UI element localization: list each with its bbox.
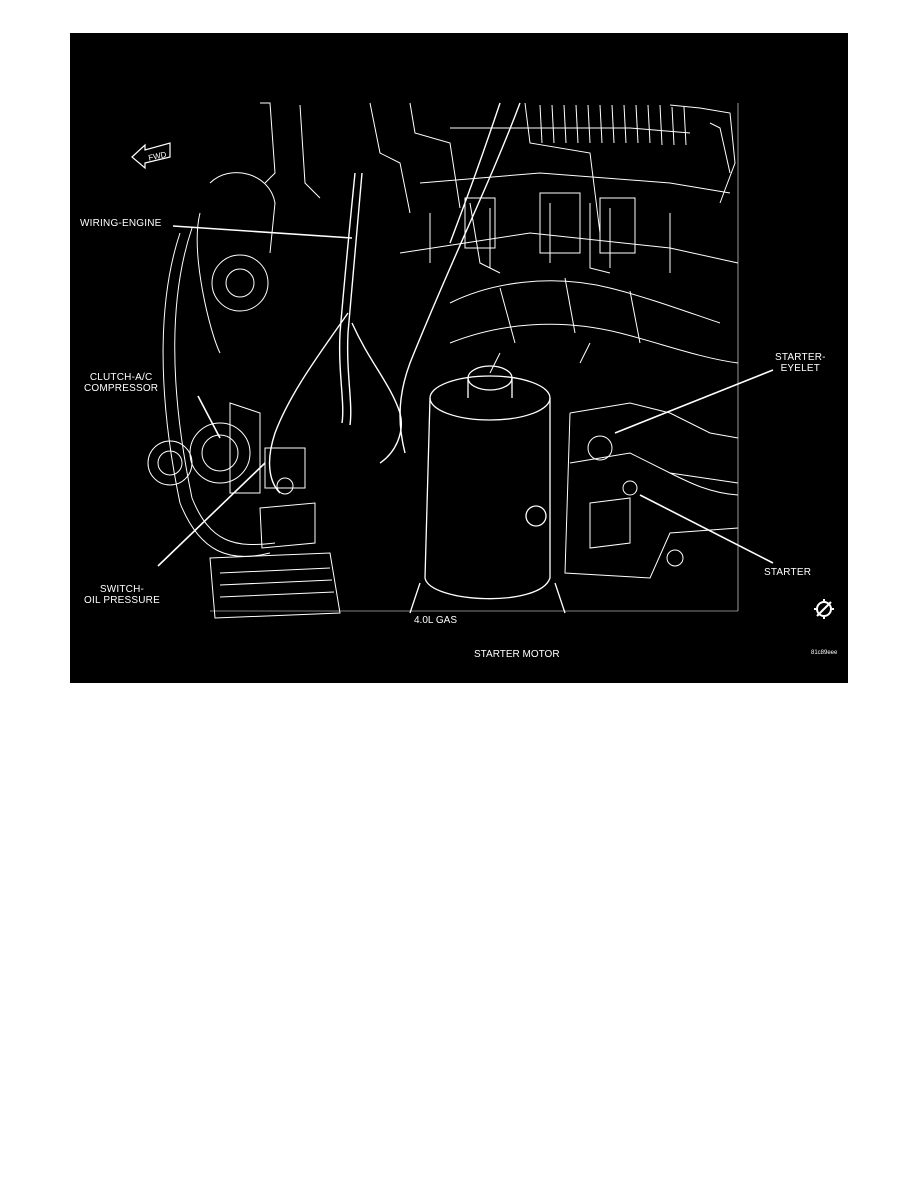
gear-logo-icon — [814, 599, 834, 619]
leader-lines — [157, 225, 774, 567]
subcaption-engine: 4.0L GAS — [414, 615, 457, 626]
leader-clutch-ac — [197, 395, 221, 439]
exhaust-manifold — [449, 277, 739, 374]
belt-pulleys — [147, 172, 276, 557]
label-switch-oil-pressure: SWITCH- OIL PRESSURE — [84, 584, 160, 606]
label-starter-eyelet: STARTER- EYELET — [775, 352, 826, 374]
engine-diagram-figure: FWD — [70, 33, 848, 683]
fwd-text: FWD — [148, 150, 168, 163]
starter-motor-body — [409, 365, 566, 614]
figure-caption: STARTER MOTOR — [474, 649, 560, 660]
engine-top — [260, 102, 739, 274]
image-code: 81c89eee — [811, 650, 838, 656]
wiring-harness — [268, 102, 521, 494]
leader-starter — [639, 494, 774, 564]
label-starter: STARTER — [764, 567, 812, 578]
leader-switch-oil — [157, 462, 266, 567]
oil-pressure-switch-area — [209, 402, 341, 619]
engine-line-drawing: FWD — [131, 102, 834, 619]
leader-starter-eyelet — [614, 369, 774, 434]
label-wiring-engine: WIRING-ENGINE — [80, 218, 162, 229]
label-clutch-ac-compressor: CLUTCH-A/C COMPRESSOR — [84, 372, 159, 394]
fwd-arrow-icon — [131, 142, 171, 170]
leader-wiring-engine — [172, 225, 353, 239]
starter-bracket — [564, 402, 739, 579]
